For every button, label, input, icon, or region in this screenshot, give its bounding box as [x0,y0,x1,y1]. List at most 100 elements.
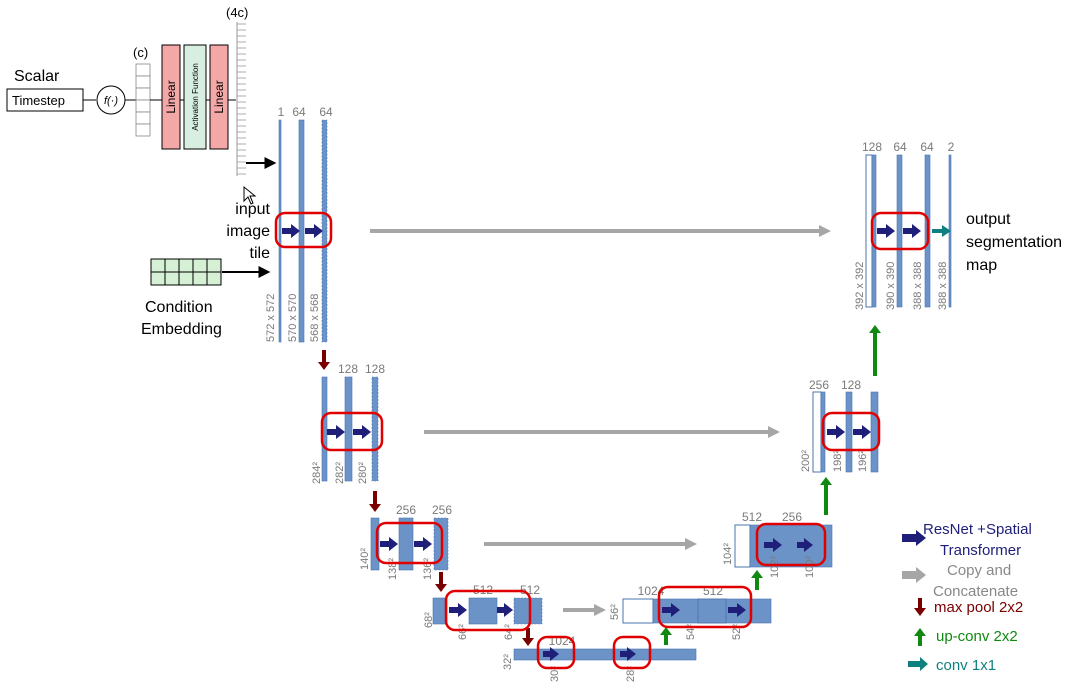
resnet-arrow-icon [764,538,782,552]
copy-arrowhead-icon [819,225,831,237]
up-arrow-icon [914,628,926,646]
level1-channel-label: 64 [319,105,333,119]
condition-embedding-cell [178,271,194,286]
resnet-arrow-icon [497,603,513,617]
input-label-line2: image [226,223,270,240]
right-arrow-icon [902,530,926,546]
fourc-label: (4c) [226,5,248,20]
up2-size-label: 196² [857,450,869,472]
up1-size-label: 390 x 390 [885,262,897,310]
condition-embedding-cell [164,258,180,273]
highlight-box [375,521,444,565]
legend-conv-label: conv 1x1 [936,657,996,674]
up2-channel-label: 256 [809,378,829,392]
level2-channel-label: 128 [365,362,385,376]
input-labels: input image tile [226,201,270,262]
c-vector-cell [135,63,151,77]
copy-arrowhead-icon [685,538,697,550]
conv-arrowhead-icon [942,225,951,237]
feature-map [398,517,414,571]
condition-embedding-cell [206,271,222,286]
up-conv-arrow-head-icon [751,570,763,578]
fourc-vector [236,22,246,176]
level5-size-label: 28² [625,666,637,682]
level2-size-label: 280² [357,462,369,484]
max-pool-arrow-head-icon [318,362,330,370]
copy-arrow-icon [902,567,926,583]
legend-resnet-label: Transformer [940,542,1021,559]
condition-embedding-cell [192,271,208,286]
highlight-box [821,411,881,452]
condition-embedding: Condition Embedding [141,258,271,338]
activation-layer-label: Activation Function [191,63,200,131]
highlight-box [612,635,652,670]
level4-channel-label: 512 [520,583,540,597]
up2-size-label: 198² [832,450,844,472]
up1-channel-label: 64 [920,140,934,154]
level3-size-label: 136² [422,558,434,580]
highlight-boxes [274,211,930,670]
feature-map [697,598,727,624]
resnet-arrow-icon [282,224,300,238]
up-conv-arrow-head-icon [820,477,832,485]
level1-size-label: 570 x 570 [287,294,299,342]
resnet-arrow-icon [353,425,371,439]
resnet-arrow-icon [305,224,323,238]
copy-arrowhead-icon [594,604,606,616]
feature-map [734,524,751,568]
max-pool-arrow-head-icon [522,638,534,646]
up2-size-label: 200² [800,450,812,472]
level1-channel-label: 64 [292,105,306,119]
highlight-box [444,589,532,632]
level3-size-label: 140² [359,548,371,570]
linear-layer-1-label: Linear [164,80,178,113]
c-vector-cell [135,111,151,125]
level1-channel-label: 1 [278,105,285,119]
condition-embedding-cell [192,258,208,273]
level1-size-label: 568 x 568 [309,294,321,342]
level4-size-label: 66² [457,624,469,640]
level3-size-label: 138² [387,558,399,580]
resnet-arrow-icon [327,425,345,439]
feature-maps [278,119,952,661]
condition-label-line2: Embedding [141,321,222,338]
activation-layer [183,44,207,150]
c-vector-cell [135,123,151,137]
feature-map [870,391,879,473]
resnet-arrow-icon [877,224,895,238]
up-conv-arrow-head-icon [869,325,881,333]
up3-channel-label: 256 [782,510,802,524]
condition-label-line1: Condition [145,299,213,316]
legend-upconv-label: up-conv 2x2 [936,628,1018,645]
c-vector [135,63,151,137]
operation-arrows [282,224,951,661]
output-label-line2: segmentation [966,234,1062,251]
linear-layer-2 [209,44,229,150]
resnet-arrow-icon [903,224,921,238]
timestep-label: Timestep [12,93,65,108]
legend-copy-label: Concatenate [933,583,1018,600]
condition-embedding-cell [150,258,166,273]
output-label-line3: map [966,257,997,274]
highlight-box [320,411,384,452]
feature-map [812,391,822,473]
highlight-box [274,211,333,249]
output-label-line1: output [966,211,1011,228]
resnet-arrow-icon [620,647,636,661]
copy-arrowhead-icon [768,426,780,438]
up1-size-label: 388 x 388 [912,262,924,310]
condition-embedding-cell [206,258,222,273]
legend-copy-label: Copy and [947,562,1011,579]
output-label: output segmentation map [966,211,1062,274]
c-label: (c) [133,45,148,60]
highlight-box [870,211,930,251]
up1-channel-label: 64 [893,140,907,154]
input-label-line1: input [235,201,270,218]
resnet-arrow-icon [853,425,871,439]
feature-map [896,154,903,308]
feature-map [371,376,379,482]
up4-size-label: 56² [609,604,621,620]
condition-embedding-grid [150,258,222,286]
